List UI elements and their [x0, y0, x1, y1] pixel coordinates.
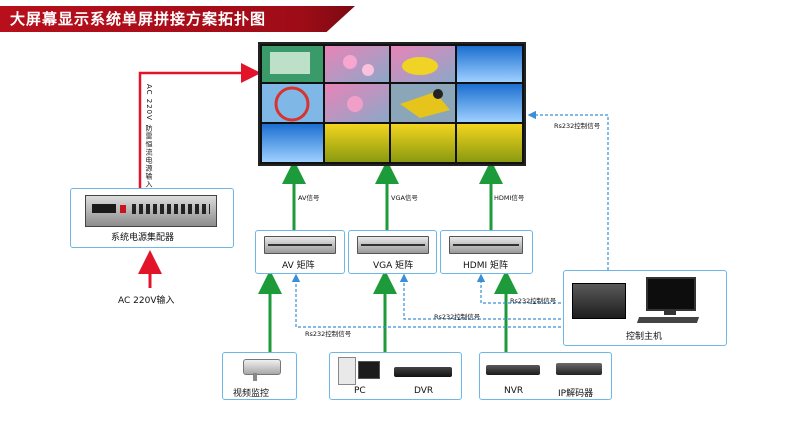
server-icon [572, 283, 626, 319]
video-wall [258, 42, 526, 166]
power-display-icon [92, 204, 116, 213]
power-distributor-label: 系统电源集配器 [111, 233, 175, 243]
power-feed-label: AC 220V 防雷恒流电源输入 [145, 84, 153, 189]
monitor-icon [646, 277, 696, 311]
decoder-label: IP解码器 [558, 389, 594, 399]
ac-input-label: AC 220V输入 [118, 296, 175, 306]
page-title: 大屏幕显示系统单屏拼接方案拓扑图 [10, 10, 267, 28]
nvr-decoder-source-box: NVR IP解码器 [479, 352, 612, 400]
keyboard-icon [636, 317, 700, 323]
camera-mount-icon [253, 373, 257, 381]
title-banner [0, 6, 355, 32]
hdmi-signal-label: HDMI信号 [494, 194, 525, 202]
vga-matrix-device [357, 236, 429, 254]
av-matrix-box: AV 矩阵 [255, 230, 345, 274]
pc-label: PC [354, 386, 366, 396]
rs232-vga-label: Rs232控制信号 [434, 313, 481, 321]
vga-matrix-box: VGA 矩阵 [348, 230, 437, 274]
decoder-device-icon [556, 363, 602, 375]
rs232-wall-line [527, 110, 609, 270]
rs232-hdmi-label: Rs232控制信号 [510, 297, 557, 305]
rs232-av-label: Rs232控制信号 [305, 330, 352, 338]
pc-dvr-source-box: PC DVR [329, 352, 462, 400]
nvr-device-icon [486, 365, 540, 375]
camera-label: 视频监控 [233, 389, 270, 399]
rs232-hdmi-line [476, 273, 566, 304]
rs232-wall-label: Rs232控制信号 [554, 122, 601, 130]
pc-monitor-icon [358, 361, 380, 379]
monitor-stand-icon [664, 309, 676, 315]
pc-tower-icon [338, 357, 356, 385]
power-switch-icon [120, 205, 126, 213]
vga-signal-label: VGA信号 [391, 194, 418, 202]
power-outlets-icon [132, 204, 210, 214]
video-wall-screens [260, 44, 524, 164]
power-distributor-device [85, 195, 217, 227]
av-signal-label: AV信号 [298, 194, 320, 202]
vga-matrix-label: VGA 矩阵 [373, 261, 414, 271]
power-distributor-box: 系统电源集配器 [70, 188, 234, 248]
av-matrix-label: AV 矩阵 [282, 261, 315, 271]
camera-source-box: 视频监控 [222, 352, 297, 400]
power-feed-line [138, 63, 261, 188]
hdmi-matrix-device [449, 236, 523, 254]
hdmi-matrix-box: HDMI 矩阵 [440, 230, 533, 274]
camera-icon [243, 359, 281, 375]
av-matrix-device [264, 236, 336, 254]
control-host-label: 控制主机 [626, 332, 663, 342]
dvr-device-icon [394, 367, 452, 377]
rs232-av-line [291, 273, 566, 328]
hdmi-matrix-label: HDMI 矩阵 [463, 261, 508, 271]
control-host-box: 控制主机 [563, 270, 727, 346]
nvr-label: NVR [504, 386, 524, 396]
rs232-vga-line [399, 273, 566, 320]
dvr-label: DVR [414, 386, 434, 396]
